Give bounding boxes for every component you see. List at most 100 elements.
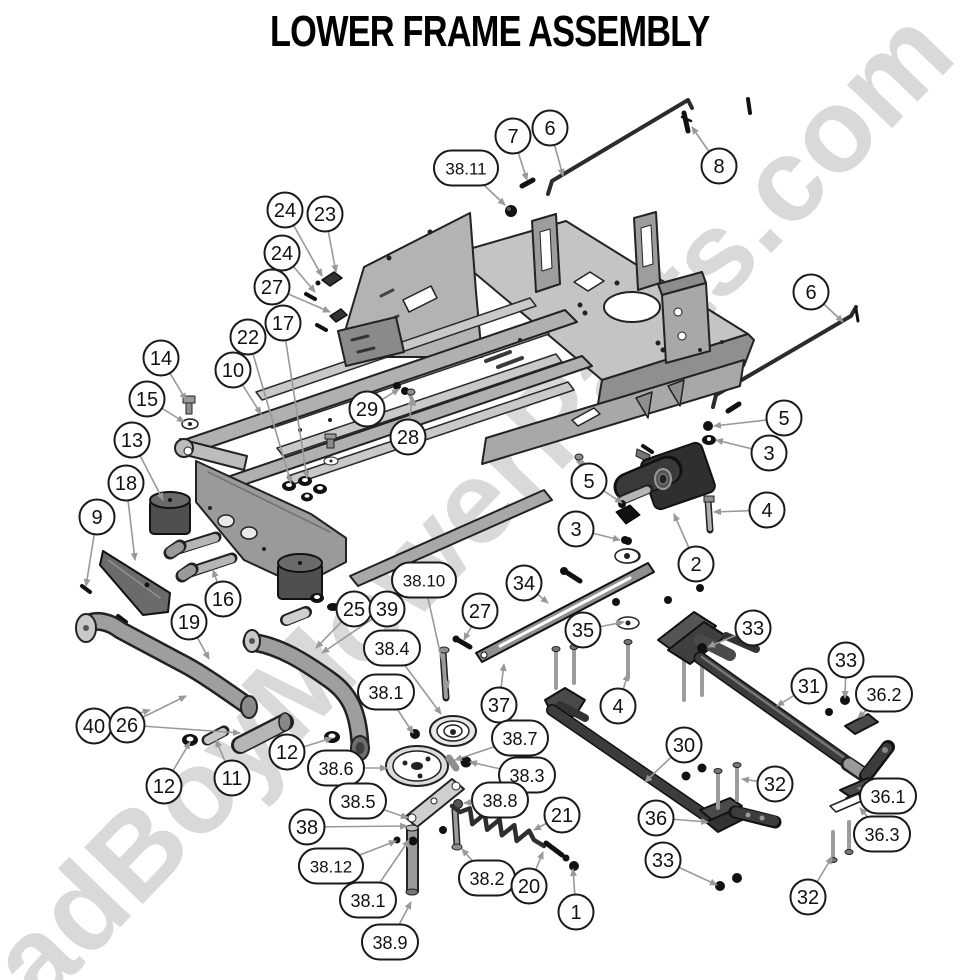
callout-1[interactable]: 1 — [557, 893, 595, 931]
callout-22[interactable]: 22 — [229, 318, 267, 356]
callout-label: 28 — [397, 427, 419, 449]
callout-38-6[interactable]: 38.6 — [307, 749, 365, 787]
callout-4[interactable]: 4 — [748, 491, 786, 529]
callout-16[interactable]: 16 — [204, 580, 242, 618]
callout-36[interactable]: 36 — [637, 799, 675, 837]
callout-11[interactable]: 11 — [213, 759, 251, 797]
callout-12[interactable]: 12 — [145, 767, 183, 805]
callout-38-2[interactable]: 38.2 — [458, 859, 516, 897]
callout-27[interactable]: 27 — [461, 592, 499, 630]
callout-36-2[interactable]: 36.2 — [855, 675, 913, 713]
callout-label: 24 — [271, 243, 293, 265]
callout-32[interactable]: 32 — [756, 765, 794, 803]
callout-38-11[interactable]: 38.11 — [433, 149, 499, 187]
callout-38-4[interactable]: 38.4 — [363, 629, 421, 667]
callout-37[interactable]: 37 — [480, 686, 518, 724]
callout-38-1[interactable]: 38.1 — [357, 673, 415, 711]
callout-29[interactable]: 29 — [348, 390, 386, 428]
callout-label: 27 — [469, 601, 491, 623]
callout-label: 38.4 — [374, 639, 409, 659]
callout-39[interactable]: 39 — [368, 590, 406, 628]
callout-27[interactable]: 27 — [253, 268, 291, 306]
callout-36-1[interactable]: 36.1 — [859, 777, 917, 815]
callout-label: 31 — [798, 676, 820, 698]
callout-19[interactable]: 19 — [170, 603, 208, 641]
callout-18[interactable]: 18 — [107, 464, 145, 502]
callout-38-5[interactable]: 38.5 — [329, 782, 387, 820]
callout-38-12[interactable]: 38.12 — [298, 847, 364, 885]
callout-38[interactable]: 38 — [288, 808, 326, 846]
transport-rod-top — [519, 97, 752, 196]
callout-30[interactable]: 30 — [665, 726, 703, 764]
page-title: LOWER FRAME ASSEMBLY — [270, 7, 710, 56]
callout-32[interactable]: 32 — [789, 878, 827, 916]
callout-5[interactable]: 5 — [570, 462, 608, 500]
leader-line — [247, 336, 293, 484]
callout-25[interactable]: 25 — [335, 590, 373, 628]
callout-4[interactable]: 4 — [599, 687, 637, 725]
callout-label: 38 — [296, 817, 318, 839]
callout-label: 3 — [570, 519, 581, 541]
callout-38-8[interactable]: 38.8 — [471, 781, 529, 819]
callout-label: 4 — [761, 500, 772, 522]
callout-17[interactable]: 17 — [264, 304, 302, 342]
callout-label: 21 — [551, 805, 573, 827]
callout-15[interactable]: 15 — [128, 380, 166, 418]
callout-label: 38.10 — [403, 572, 446, 591]
callout-label: 20 — [518, 876, 540, 898]
callout-label: 15 — [136, 389, 158, 411]
callout-label: 30 — [673, 735, 695, 757]
callout-26[interactable]: 26 — [108, 706, 146, 744]
callout-31[interactable]: 31 — [790, 667, 828, 705]
callout-label: 38.2 — [469, 869, 504, 889]
callout-13[interactable]: 13 — [113, 421, 151, 459]
callout-8[interactable]: 8 — [700, 147, 738, 185]
callout-label: 35 — [572, 620, 594, 642]
callout-21[interactable]: 21 — [543, 796, 581, 834]
callout-7[interactable]: 7 — [494, 117, 532, 155]
callout-38-9[interactable]: 38.9 — [361, 923, 419, 961]
callout-35[interactable]: 35 — [564, 611, 602, 649]
callout-38-1[interactable]: 38.1 — [339, 881, 397, 919]
callout-6[interactable]: 6 — [531, 109, 569, 147]
callout-label: 25 — [343, 599, 365, 621]
callout-label: 23 — [314, 204, 336, 226]
callout-10[interactable]: 10 — [214, 351, 252, 389]
callout-14[interactable]: 14 — [142, 339, 180, 377]
callout-3[interactable]: 3 — [557, 510, 595, 548]
callout-28[interactable]: 28 — [389, 418, 427, 456]
callout-label: 4 — [612, 696, 623, 718]
callout-6[interactable]: 6 — [792, 273, 830, 311]
callout-38-7[interactable]: 38.7 — [491, 719, 549, 757]
callout-33[interactable]: 33 — [644, 841, 682, 879]
suspension-arms — [75, 611, 370, 761]
actuator — [574, 421, 716, 564]
callout-label: 38.5 — [340, 792, 375, 812]
callout-20[interactable]: 20 — [510, 867, 548, 905]
callout-40[interactable]: 40 — [75, 707, 113, 745]
callout-2[interactable]: 2 — [677, 545, 715, 583]
callout-label: 26 — [116, 715, 138, 737]
callout-34[interactable]: 34 — [505, 564, 543, 602]
callout-label: 22 — [237, 327, 259, 349]
callout-label: 17 — [272, 313, 294, 335]
callout-36-3[interactable]: 36.3 — [853, 815, 911, 853]
callout-12[interactable]: 12 — [268, 733, 306, 771]
callout-33[interactable]: 33 — [734, 609, 772, 647]
callout-33[interactable]: 33 — [827, 641, 865, 679]
callout-24[interactable]: 24 — [263, 234, 301, 272]
callout-3[interactable]: 3 — [750, 434, 788, 472]
callout-label: 36.2 — [866, 685, 901, 705]
callout-9[interactable]: 9 — [78, 498, 116, 536]
callout-label: 36.3 — [864, 825, 899, 845]
callout-label: 38.1 — [350, 891, 385, 911]
callout-24[interactable]: 24 — [266, 191, 304, 229]
callout-5[interactable]: 5 — [765, 399, 803, 437]
callout-38-10[interactable]: 38.10 — [391, 561, 457, 599]
callout-label: 12 — [153, 776, 175, 798]
callout-label: 19 — [178, 612, 200, 634]
callout-23[interactable]: 23 — [306, 195, 344, 233]
